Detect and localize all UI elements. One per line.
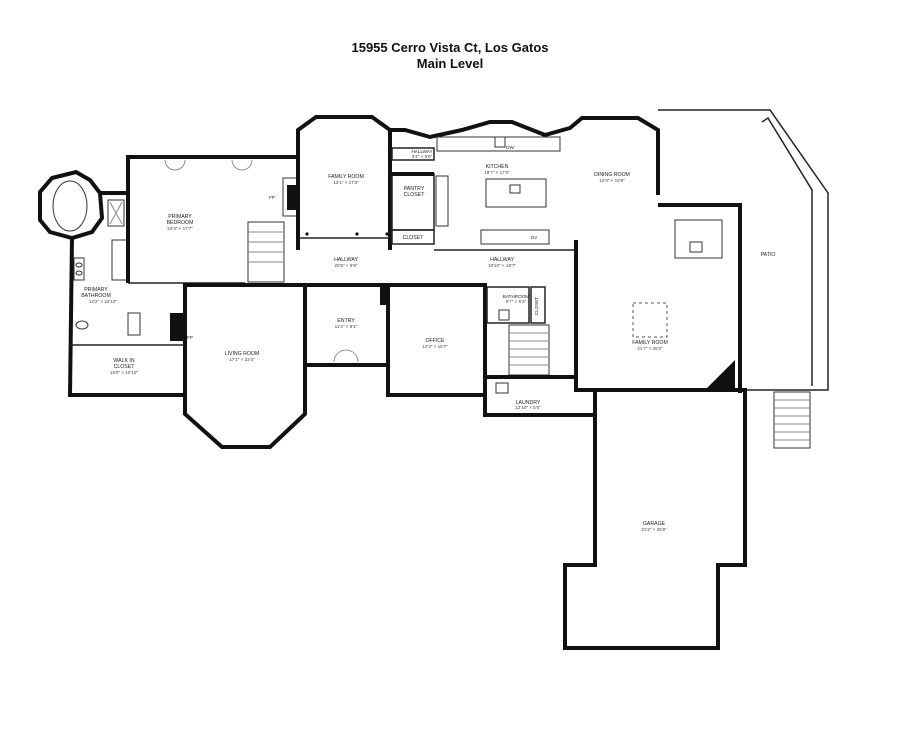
vanity-sink-icon — [73, 257, 85, 281]
bath-counter-icon — [111, 239, 129, 281]
kitchen-sink-icon — [494, 136, 506, 148]
primary-bath-bay-wall — [38, 169, 105, 241]
plan-level-title: Main Level — [416, 56, 484, 71]
garage-walls — [563, 388, 747, 650]
living-fireplace-icon — [170, 313, 184, 341]
dining-right-wall — [658, 203, 742, 390]
closet-box — [391, 229, 435, 245]
entry-walls — [305, 283, 390, 367]
kitchen-bottom-counter — [480, 229, 550, 245]
pantry-closet-box — [391, 173, 435, 231]
patio-stairs-icon — [773, 391, 811, 449]
bedroom-top-wall — [126, 155, 298, 195]
family-room-2-fireplace — [705, 360, 735, 390]
kitchen-dining-top-wall — [390, 116, 660, 195]
bathtub-icon — [52, 180, 88, 232]
office-walls — [386, 283, 487, 397]
living-room-walls — [183, 283, 307, 449]
plan-address-title: 15955 Cerro Vista Ct, Los Gatos — [351, 40, 549, 55]
patio-outline — [658, 109, 829, 391]
bath-upper-wall — [100, 160, 130, 195]
bathroom-box — [486, 286, 530, 324]
kitchen-side-counter — [435, 175, 449, 227]
hallway-small-box — [391, 147, 435, 161]
closet-2-box — [530, 286, 546, 324]
toilet-icon — [75, 320, 89, 330]
family-room-2-rug — [632, 302, 668, 338]
family-room-1-walls — [296, 115, 392, 250]
